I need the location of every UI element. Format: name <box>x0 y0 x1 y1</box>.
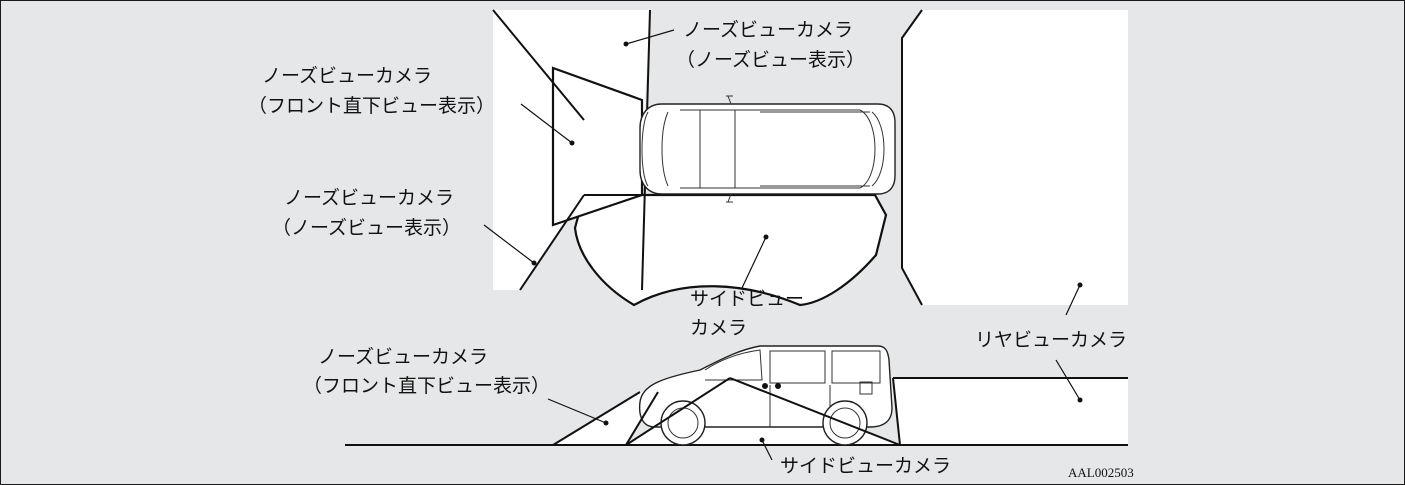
front-under-side-area <box>553 392 658 445</box>
label-nose-left-1: ノーズビューカメラ <box>284 187 454 209</box>
figure-code: AAL002503 <box>1068 465 1134 480</box>
label-nose-left-2: （ノーズビュー表示） <box>272 217 461 239</box>
nose-view-left-boundary-top <box>492 9 585 121</box>
label-front-under-side-1: ノーズビューカメラ <box>318 346 488 368</box>
car-top-view <box>639 95 896 203</box>
leader-nose-left <box>483 224 535 264</box>
label-nose-top-2: （ノーズビュー表示） <box>676 49 865 71</box>
rear-view-side-area <box>893 378 1128 445</box>
labels: ノーズビューカメラ （ノーズビュー表示） ノーズビューカメラ （フロント直下ビュ… <box>248 19 1134 480</box>
top-view <box>483 9 1128 316</box>
rear-view-side-boundary-left <box>892 377 901 446</box>
nose-view-left-boundary-bottom <box>519 194 585 291</box>
label-side-top-1: サイドビュー <box>690 288 804 310</box>
leader-nose-top <box>625 29 675 45</box>
leader-side-top <box>741 236 767 289</box>
label-side-top-2: カメラ <box>690 317 747 339</box>
marker-side-top <box>763 234 769 240</box>
marker-rear-side <box>1077 397 1083 403</box>
leader-side-bottom <box>761 439 773 461</box>
side-bottom-boundary-right <box>729 377 901 446</box>
label-nose-top-1: ノーズビューカメラ <box>683 19 853 41</box>
label-rear: リヤビューカメラ <box>975 329 1127 351</box>
marker-front-under-side <box>603 420 609 426</box>
marker-rear-top <box>1077 282 1083 288</box>
leader-front-under-side <box>547 398 607 424</box>
car-side-view <box>638 345 893 446</box>
side-bottom-boundary-left <box>625 377 731 446</box>
marker-front-under-top <box>569 140 575 146</box>
side-view-area <box>573 193 888 307</box>
label-side-bottom: サイドビューカメラ <box>780 455 951 477</box>
label-front-under-1: ノーズビューカメラ <box>262 65 432 87</box>
label-front-under-2: （フロント直下ビュー表示） <box>248 95 495 117</box>
label-front-under-side-2: （フロント直下ビュー表示） <box>303 375 550 397</box>
leader-rear-top <box>1065 284 1081 316</box>
rear-view-area <box>902 10 1128 305</box>
side-view <box>345 345 1128 461</box>
leader-rear-side <box>1055 359 1081 401</box>
leader-front-under-top <box>520 103 573 144</box>
rear-view-boundary <box>901 9 923 306</box>
marker-nose-top <box>623 41 629 47</box>
marker-nose-left <box>531 260 537 266</box>
front-under-side-boundary-right <box>625 391 659 446</box>
marker-side-bottom <box>759 437 765 443</box>
